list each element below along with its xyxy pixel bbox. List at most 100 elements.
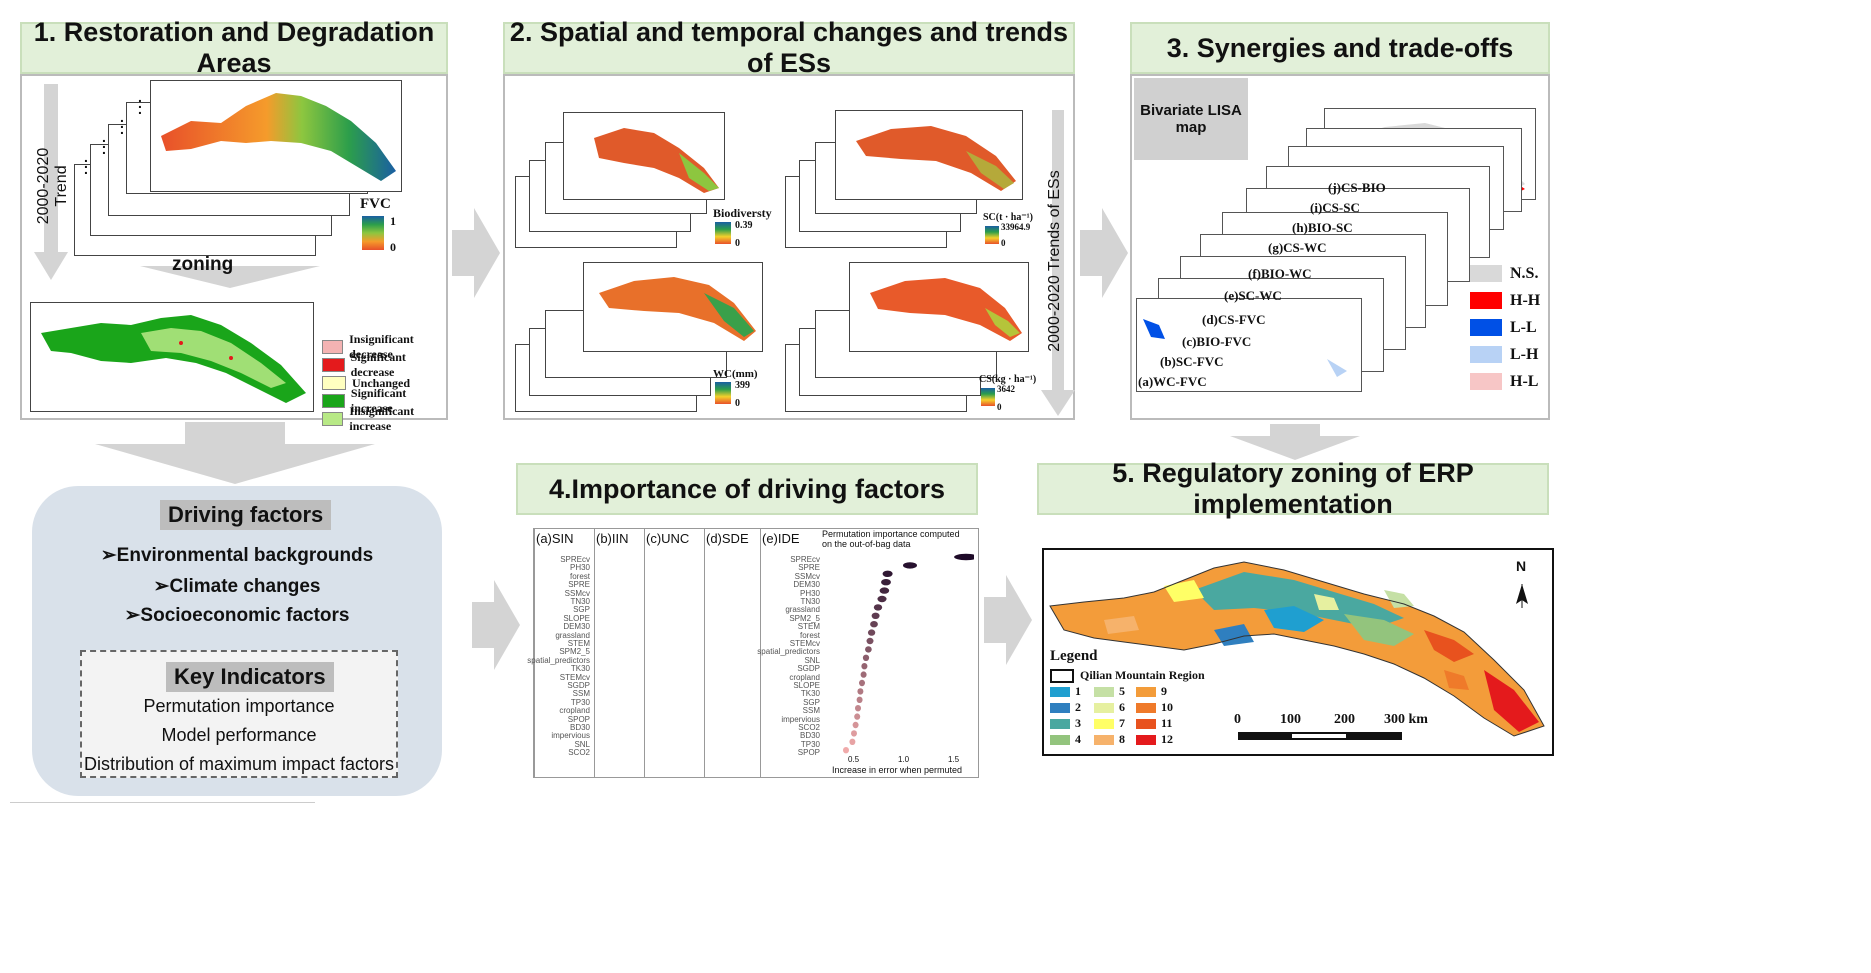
zone-item: 2 (1050, 700, 1081, 715)
rf-panel-divider (760, 529, 761, 777)
variable-label: BD30 (799, 731, 820, 741)
variable-label: SLOPE (563, 613, 590, 623)
variable-label: SPREcv (790, 555, 820, 564)
bio-card-1 (563, 112, 725, 200)
lisa-legend-item: H-L (1470, 368, 1540, 395)
legend-item: Significant decrease (322, 350, 446, 379)
divider (10, 802, 315, 803)
fvc-legend-title: FVC (360, 196, 391, 212)
lisa-label-i: (i)CS-SC (1310, 200, 1360, 215)
rf-tick-1: 0.5 (848, 755, 860, 764)
cs-max: 3642 (997, 384, 1015, 394)
importance-mark (862, 654, 870, 661)
dots: ... (120, 109, 124, 137)
variable-label: SPM2_5 (559, 647, 590, 657)
variable-label: grassland (785, 605, 820, 615)
section-3-title: 3. Synergies and trade-offs (1130, 22, 1550, 74)
bio-colorbar (715, 222, 731, 244)
lisa-legend-label: L-H (1510, 345, 1539, 363)
zone-item: 1 (1050, 684, 1081, 699)
variable-label: DEM30 (563, 622, 590, 632)
cs-colorbar (981, 388, 995, 406)
scale-0: 0 (1234, 712, 1241, 727)
sc-map (856, 126, 1016, 191)
zone-label: 3 (1075, 716, 1081, 730)
zone-label: 8 (1119, 732, 1125, 746)
wc-min: 0 (735, 398, 740, 409)
bio-min: 0 (735, 238, 740, 249)
scale-300: 300 km (1384, 712, 1428, 727)
zoning-label: zoning (172, 254, 234, 275)
rf-tick-3: 1.5 (948, 755, 960, 764)
sc-title: SC(t · ha⁻¹) (983, 212, 1033, 223)
zone-label: 2 (1075, 700, 1081, 714)
lisa-label-c: (c)BIO-FVC (1182, 334, 1252, 349)
zone-swatch (1136, 734, 1156, 745)
lisa-legend: N.S. H-H L-L L-H H-L (1470, 260, 1540, 395)
zone-item: 4 (1050, 732, 1081, 747)
driver-environment: ➢Environmental backgrounds (100, 545, 374, 566)
importance-mark (843, 747, 849, 754)
zone-item: 5 (1094, 684, 1125, 699)
rf-panel-divider (704, 529, 705, 777)
sc-min: 0 (1001, 238, 1006, 248)
legend-label: Significant increase (350, 386, 407, 415)
cs-map (870, 278, 1022, 341)
arrow-2-to-3 (1080, 208, 1128, 298)
zone-swatch (1050, 702, 1070, 713)
lisa-label-j: (j)CS-BIO (1328, 180, 1386, 195)
variable-label: SNL (804, 655, 820, 665)
fvc-map (161, 93, 396, 181)
importance-mark (855, 705, 861, 712)
variable-label: SNL (574, 739, 590, 749)
sc-card-1 (835, 110, 1023, 200)
importance-mark (871, 612, 880, 619)
zone-swatch (1050, 686, 1070, 697)
variable-label: impervious (781, 714, 820, 724)
variable-label: SCO2 (568, 748, 590, 758)
zone-label: 6 (1119, 700, 1125, 714)
scale-100: 100 (1280, 712, 1301, 727)
zone-item: 7 (1094, 716, 1125, 731)
rf-head-iin: (b)IIN (596, 531, 629, 546)
lisa-legend-label: H-H (1510, 291, 1541, 309)
bio-max: 0.39 (735, 220, 753, 231)
rf-panel-divider (594, 529, 595, 777)
variable-label: spatial_predictors (527, 655, 590, 665)
driver-climate: ➢Climate changes (153, 576, 321, 597)
zone-swatch (1050, 718, 1070, 729)
variable-label: DEM30 (793, 580, 820, 590)
legend-swatch (322, 340, 344, 354)
key-indicator-3: Distribution of maximum impact factors (83, 754, 395, 774)
dots: ... (84, 149, 88, 177)
wc-card-1 (583, 262, 763, 352)
rf-head-unc: (c)UNC (646, 531, 690, 546)
variable-label: TP30 (570, 697, 590, 707)
lisa-title-text: Bivariate LISA map (1140, 102, 1242, 136)
legend-swatch (322, 376, 346, 390)
lisa-swatch (1470, 319, 1502, 336)
lisa-swatch (1470, 346, 1502, 363)
arrow-drivers-to-4 (472, 580, 520, 670)
variable-label: cropland (789, 672, 820, 682)
lisa-legend-label: H-L (1510, 372, 1539, 390)
variable-label: BD30 (569, 723, 590, 732)
section-4-title: 4.Importance of driving factors (516, 463, 978, 515)
variable-label: TN30 (800, 597, 820, 606)
lisa-label-a: (a)WC-FVC (1138, 374, 1207, 389)
rf-head-ide: (e)IDE (762, 531, 800, 546)
variable-label: SCO2 (798, 723, 820, 732)
variable-label: forest (569, 571, 590, 581)
importance-mark (870, 621, 878, 628)
region-legend-label: Qilian Mountain Region (1080, 668, 1205, 682)
north-label: N (1516, 558, 1527, 574)
variable-label: SPOP (567, 714, 590, 724)
zone-swatch (1094, 702, 1114, 713)
importance-mark (854, 713, 861, 720)
variable-label: SPREcv (560, 555, 590, 564)
wc-map (599, 277, 756, 341)
zone-label: 1 (1075, 684, 1081, 698)
es-trend-arrow (1041, 110, 1075, 416)
legend-label: Unchanged (352, 375, 411, 390)
arrow-4-to-5 (984, 575, 1032, 665)
